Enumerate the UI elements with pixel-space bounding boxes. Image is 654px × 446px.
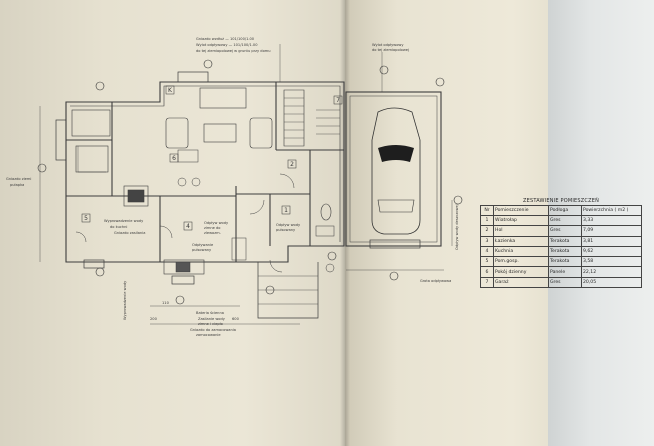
sofa bbox=[199, 87, 247, 109]
room-label-4: 4 bbox=[186, 223, 190, 230]
row-room: Łazienka bbox=[493, 235, 549, 247]
row-floor: Gres bbox=[548, 225, 582, 237]
legend-header-row: Nr Pomieszczenie Podłoga Powierzchnia ( … bbox=[480, 205, 642, 216]
car-icon bbox=[371, 107, 421, 235]
note-toilet-b: pulsowany bbox=[276, 228, 296, 232]
row-room: Wiatrołap bbox=[493, 214, 549, 227]
legend-header-area: Powierzchnia ( m2 ) bbox=[581, 205, 642, 216]
note-bottom-b: Zasilanie wody bbox=[198, 317, 226, 321]
armchair-left bbox=[165, 117, 189, 149]
window-left bbox=[55, 119, 67, 161]
row-area: 20,05 bbox=[581, 276, 642, 289]
garage-wall bbox=[345, 91, 442, 247]
table-row: 7 Garaż Gres 20,05 bbox=[480, 276, 642, 289]
note-kitchen-sink-c: Gniazdo zasilania bbox=[114, 231, 145, 235]
table-row: 3 Łazienka Terakota 3,81 bbox=[480, 235, 642, 247]
row-nr: 7 bbox=[480, 276, 494, 289]
row-nr: 5 bbox=[480, 256, 494, 268]
row-nr: 4 bbox=[480, 245, 494, 258]
table-row: 5 Pom.gosp. Terakota 3,58 bbox=[480, 256, 642, 268]
note-downpipe-sub: do tej ziemiopolowej bbox=[372, 48, 409, 52]
row-nr: 1 bbox=[480, 214, 494, 227]
row-floor: Gres bbox=[548, 214, 582, 227]
note-left-a: Gniazdo ziemi bbox=[6, 177, 31, 181]
note-hall: Odpływanie bbox=[192, 243, 214, 247]
note-bottom-c: zimne i ciepło bbox=[198, 322, 223, 326]
note-left-vertical: Wyprowadzenie wody bbox=[123, 280, 127, 320]
note-bath-water-b: zimne do bbox=[204, 226, 221, 230]
note-bath-water-c: zlewozm. bbox=[204, 231, 221, 235]
house-outer-wall bbox=[65, 81, 345, 263]
room-label-2: 2 bbox=[290, 161, 294, 168]
note-kitchen-sink: Wyprowadzenie wody bbox=[104, 219, 144, 223]
paper-fold bbox=[340, 0, 350, 446]
row-room: Garaż bbox=[493, 276, 549, 289]
room-label-6: 6 bbox=[172, 155, 176, 162]
kitchen-counter bbox=[163, 259, 205, 275]
row-room: Pokój dzienny bbox=[493, 266, 549, 278]
room-label-5: 5 bbox=[84, 215, 88, 222]
legend-header-floor: Podłoga bbox=[548, 205, 582, 216]
row-area: 9,62 bbox=[581, 245, 642, 258]
legend-table: Nr Pomieszczenie Podłoga Powierzchnia ( … bbox=[480, 205, 642, 289]
coffee-table bbox=[203, 123, 237, 143]
room-label-7: 7 bbox=[336, 97, 340, 104]
toilet bbox=[320, 203, 332, 221]
window-top bbox=[177, 71, 209, 83]
note-kitchen-sink-b: do kuchni bbox=[110, 225, 127, 229]
note-bottom-a: Bateria ścienna bbox=[196, 311, 224, 315]
note-gutter-low: do tej ziemiopolowej w gruntu przy domu bbox=[196, 49, 271, 53]
staircase bbox=[283, 89, 305, 147]
note-bottom-d: Gniazdo do zamocowania bbox=[190, 328, 236, 332]
room-label-1: 1 bbox=[284, 207, 288, 214]
note-left-b: pułapka bbox=[10, 183, 24, 187]
note-gutter-mid: Wylot odpływowy — 101/100/1.00 bbox=[196, 43, 258, 47]
legend-title: ZESTAWIENIE POMIESZCZEŃ bbox=[522, 198, 600, 204]
row-room: Kuchnia bbox=[493, 245, 549, 258]
note-right-vertical: Odpływ wody deszczowej bbox=[455, 204, 459, 250]
note-gutter-top: Gniazdo wzdłuż — 101/100/1.00 bbox=[196, 37, 255, 41]
note-toilet: Odpływ wody bbox=[276, 223, 301, 227]
armchair-right bbox=[249, 117, 273, 149]
row-room: Hol bbox=[493, 225, 549, 237]
dining-table bbox=[75, 145, 109, 173]
note-bath-water: Odpływ wody bbox=[204, 221, 229, 225]
legend-header-nr: Nr bbox=[480, 205, 494, 216]
row-area: 3,58 bbox=[581, 256, 642, 268]
row-area: 3,81 bbox=[581, 235, 642, 247]
row-floor: Panele bbox=[548, 266, 582, 278]
row-floor: Terakota bbox=[548, 235, 582, 247]
note-outlet-right: Grota odpływowa bbox=[420, 279, 451, 283]
row-nr: 3 bbox=[480, 235, 494, 247]
row-nr: 6 bbox=[480, 266, 494, 278]
row-floor: Terakota bbox=[548, 256, 582, 268]
note-bottom-e: zamocowanie bbox=[196, 333, 221, 337]
table-row: 2 Hol Gres 7,09 bbox=[480, 225, 642, 237]
legend-header-room: Pomieszczenie bbox=[493, 205, 549, 216]
row-room: Pom.gosp. bbox=[493, 256, 549, 268]
table-row: 4 Kuchnia Terakota 9,62 bbox=[480, 245, 642, 258]
room-label-k: K bbox=[168, 87, 173, 94]
table-row: 6 Pokój dzienny Panele 22,12 bbox=[480, 266, 642, 278]
row-area: 7,09 bbox=[581, 225, 642, 237]
row-area: 3,33 bbox=[581, 214, 642, 227]
row-floor: Gres bbox=[548, 276, 582, 289]
dim-b: 200 bbox=[150, 317, 158, 321]
row-floor: Terakota bbox=[548, 245, 582, 258]
note-downpipe: Wylot odpływowy bbox=[372, 43, 404, 47]
paper-sheet-left bbox=[0, 0, 348, 446]
row-nr: 2 bbox=[480, 225, 494, 237]
dim-c: 600 bbox=[232, 317, 240, 321]
dim-a: 110 bbox=[162, 301, 170, 305]
room-schedule-table: ZESTAWIENIE POMIESZCZEŃ Nr Pomieszczenie… bbox=[480, 198, 642, 289]
note-hall-b: pulsowany bbox=[192, 248, 212, 252]
table-row: 1 Wiatrołap Gres 3,33 bbox=[480, 214, 642, 227]
row-area: 22,12 bbox=[581, 266, 642, 278]
